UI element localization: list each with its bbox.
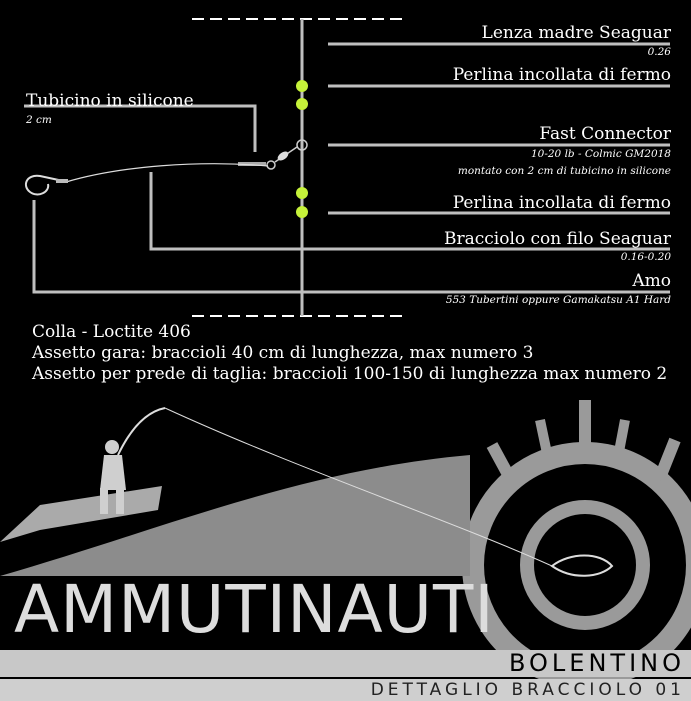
swivel-icon xyxy=(266,146,298,170)
bead xyxy=(296,98,308,110)
silicone-tube xyxy=(238,162,266,166)
label-mainline-detail: 0.26 xyxy=(647,46,671,58)
label-branch-detail: 0.16-0.20 xyxy=(620,251,671,263)
notes-block: Colla - Loctite 406 Assetto gara: bracci… xyxy=(32,322,667,385)
label-connector-detail1: 10-20 lb - Colmic GM2018 xyxy=(530,148,671,160)
fishing-rod xyxy=(117,407,166,456)
ship-wheel-icon xyxy=(447,400,691,688)
label-bead-bottom: Perlina incollata di fermo xyxy=(452,193,671,213)
label-tube-detail: 2 cm xyxy=(26,114,52,126)
diagram-caption: DETTAGLIO BRACCIOLO 01 xyxy=(0,679,691,701)
logo-subtitle: BOLENTINO xyxy=(0,650,691,677)
label-branch-title: Bracciolo con filo Seaguar xyxy=(443,229,671,249)
branch-line xyxy=(65,163,269,183)
bead xyxy=(296,187,308,199)
logo-wordmark: AMMUTINAUTI xyxy=(14,571,495,648)
note-line: Assetto per prede di taglia: braccioli 1… xyxy=(32,364,668,384)
hook-icon xyxy=(24,174,69,196)
label-connector-title: Fast Connector xyxy=(539,124,671,144)
label-hook-title: Amo xyxy=(632,271,671,291)
wheel-hub xyxy=(545,525,625,605)
label-mainline-title: Lenza madre Seaguar xyxy=(481,23,671,43)
label-hook-detail: 553 Tubertini oppure Gamakatsu A1 Hard xyxy=(445,294,671,306)
bead xyxy=(296,80,308,92)
sea-shape xyxy=(0,455,470,576)
leader-branch xyxy=(149,172,670,251)
connector-ring xyxy=(296,139,308,151)
label-connector-detail2: montato con 2 cm di tubicino in silicone xyxy=(457,165,671,177)
label-bead-top: Perlina incollata di fermo xyxy=(452,65,671,85)
note-line: Colla - Loctite 406 xyxy=(32,322,191,342)
leader-tube xyxy=(24,104,257,152)
fishing-line xyxy=(164,407,553,567)
leader-hook xyxy=(32,200,670,294)
bead xyxy=(296,206,308,218)
label-tube-title: Tubicino in silicone xyxy=(26,91,194,111)
note-line: Assetto gara: braccioli 40 cm di lunghez… xyxy=(32,343,534,363)
fisherman-icon xyxy=(100,440,126,514)
fish-icon xyxy=(550,554,614,577)
